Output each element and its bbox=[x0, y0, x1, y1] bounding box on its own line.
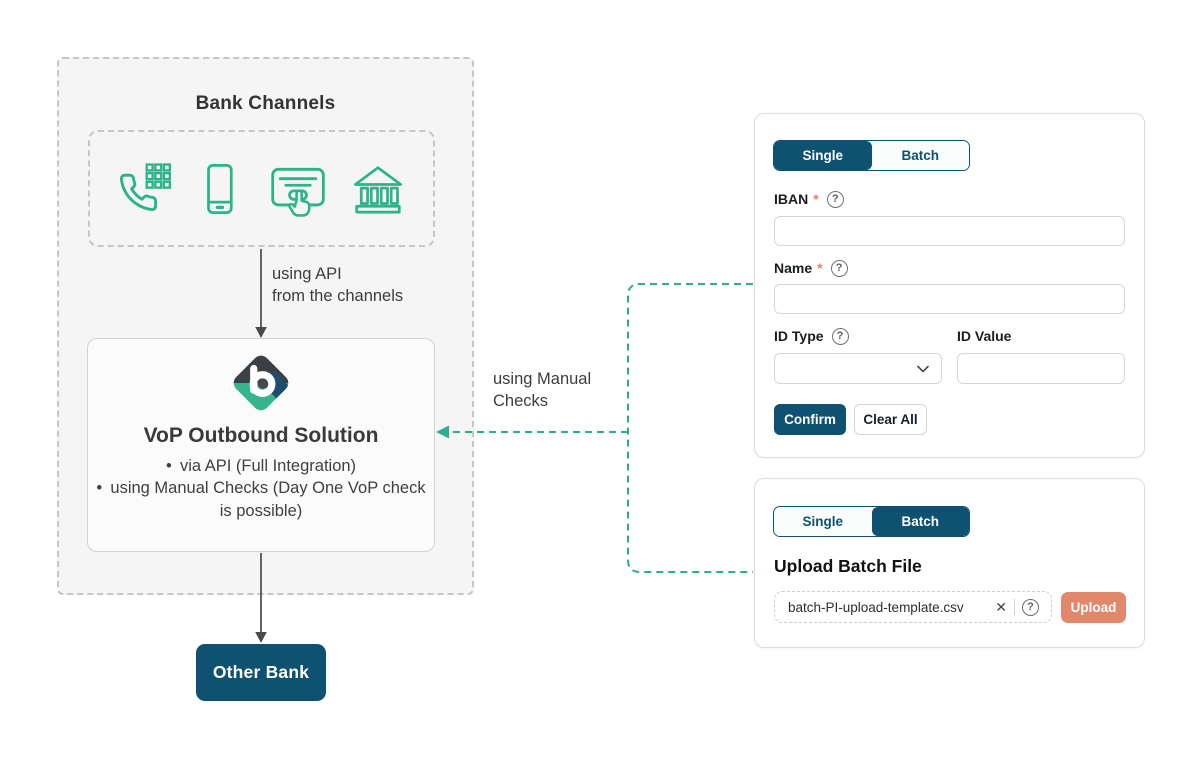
tab-batch[interactable]: Batch bbox=[871, 141, 969, 170]
vop-bullet: via API (Full Integration) bbox=[95, 455, 427, 477]
batch-upload-panel: Single Batch Upload Batch File batch-PI-… bbox=[754, 478, 1145, 648]
tab-single[interactable]: Single bbox=[774, 507, 872, 536]
other-bank-label: Other Bank bbox=[212, 662, 310, 682]
batch-file-name: batch-PI-upload-template.csv bbox=[788, 599, 964, 615]
help-icon[interactable]: ? bbox=[826, 190, 844, 208]
id-value-label: ID Value bbox=[957, 328, 1012, 344]
vop-outbound-solution-box: VoP Outbound Solution via API (Full Inte… bbox=[87, 338, 435, 552]
clear-file-icon[interactable]: ✕ bbox=[995, 598, 1007, 615]
using-manual-checks-label: using Manual Checks bbox=[493, 368, 591, 413]
phone-keypad-icon bbox=[119, 162, 171, 211]
upload-button[interactable]: Upload bbox=[1061, 592, 1126, 623]
using-api-label: using API from the channels bbox=[272, 263, 403, 308]
iban-label: IBAN bbox=[774, 191, 809, 207]
tab-batch[interactable]: Batch bbox=[871, 507, 969, 536]
chevron-down-icon bbox=[917, 365, 929, 372]
batch-file-field[interactable]: batch-PI-upload-template.csv ✕ ? bbox=[774, 591, 1052, 623]
manual-checks-line2: Checks bbox=[493, 392, 549, 411]
tab-single[interactable]: Single bbox=[774, 141, 872, 170]
manual-checks-line1: using Manual bbox=[493, 370, 592, 388]
tab-batch-label: Batch bbox=[901, 148, 939, 163]
smartphone-icon bbox=[207, 163, 233, 214]
mode-tabs: Single Batch bbox=[773, 140, 970, 171]
id-value-label-row: ID Value bbox=[957, 327, 1011, 345]
vop-title: VoP Outbound Solution bbox=[143, 424, 379, 447]
help-icon[interactable]: ? bbox=[1022, 598, 1039, 616]
confirm-button-label: Confirm bbox=[784, 412, 836, 427]
name-label-row: Name * ? bbox=[774, 259, 848, 277]
using-api-line2: from the channels bbox=[272, 287, 404, 306]
single-check-panel: Single Batch IBAN * ? Name * ? ID Type ?… bbox=[754, 113, 1145, 458]
vop-bullet: using Manual Checks (Day One VoP check i… bbox=[95, 477, 427, 522]
channel-icons-box bbox=[88, 130, 435, 247]
id-type-label-row: ID Type ? bbox=[774, 327, 849, 345]
other-bank-node: Other Bank bbox=[196, 644, 326, 701]
name-label: Name bbox=[774, 260, 813, 276]
card-terminal-touch-icon bbox=[271, 167, 325, 217]
id-type-select[interactable] bbox=[774, 353, 942, 384]
upload-batch-heading: Upload Batch File bbox=[774, 556, 922, 576]
tab-batch-label: Batch bbox=[901, 514, 939, 529]
mode-tabs: Single Batch bbox=[773, 506, 970, 537]
upload-button-label: Upload bbox=[1070, 600, 1117, 615]
clear-all-button[interactable]: Clear All bbox=[854, 404, 927, 435]
manual-checks-connector bbox=[443, 283, 753, 573]
tab-single-label: Single bbox=[802, 514, 843, 529]
required-asterisk: * bbox=[813, 191, 819, 207]
tab-single-label: Single bbox=[802, 148, 843, 163]
iban-label-row: IBAN * ? bbox=[774, 190, 844, 208]
vop-bullet-list: via API (Full Integration) using Manual … bbox=[95, 455, 427, 522]
divider bbox=[1014, 599, 1015, 615]
iban-input[interactable] bbox=[774, 216, 1125, 246]
help-icon[interactable]: ? bbox=[830, 259, 848, 277]
id-value-input[interactable] bbox=[957, 353, 1125, 384]
using-api-line1: using API bbox=[272, 265, 342, 283]
help-icon[interactable]: ? bbox=[831, 327, 849, 345]
id-type-label: ID Type bbox=[774, 328, 824, 344]
confirm-button[interactable]: Confirm bbox=[774, 404, 846, 435]
vop-logo-icon bbox=[230, 352, 292, 414]
required-asterisk: * bbox=[817, 260, 823, 276]
bank-channels-title: Bank Channels bbox=[195, 93, 336, 114]
name-input[interactable] bbox=[774, 284, 1125, 314]
bank-building-icon bbox=[354, 165, 403, 213]
clear-all-button-label: Clear All bbox=[863, 412, 918, 427]
